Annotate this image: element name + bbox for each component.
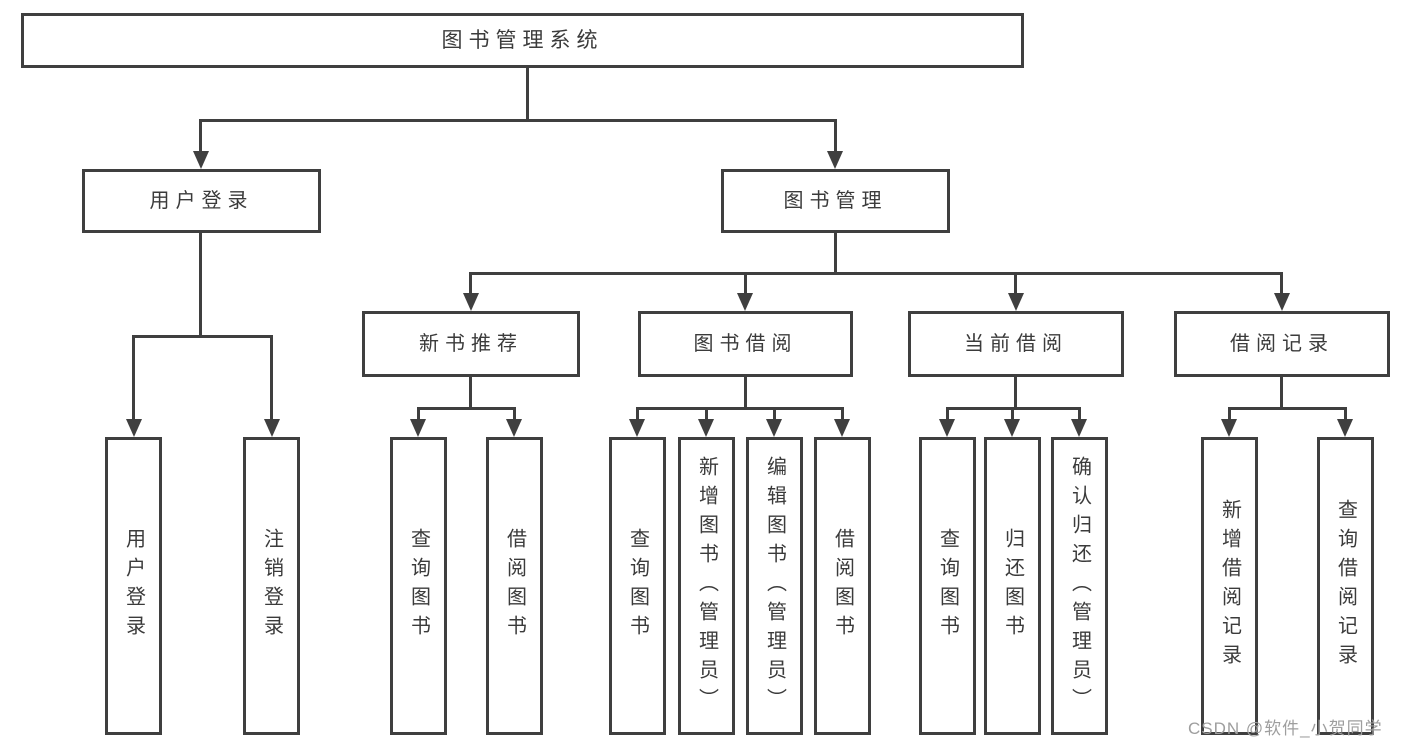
arrowhead — [1004, 419, 1020, 437]
node-label: 用户登录 — [149, 190, 254, 212]
arrowhead — [698, 419, 714, 437]
node-leaf-bb-add-books-admin: 新增图书（管理员） — [678, 437, 735, 735]
arrowhead — [1071, 419, 1087, 437]
arrowhead — [506, 419, 522, 437]
node-label: 新增借阅记录 — [1218, 499, 1241, 673]
node-root-system: 图书管理系统 — [21, 13, 1024, 68]
node-leaf-logout: 注销登录 — [243, 437, 300, 735]
connector-line — [1228, 407, 1231, 421]
node-leaf-cb-return-books: 归还图书 — [984, 437, 1041, 735]
connector-line — [199, 119, 202, 153]
arrowhead — [737, 293, 753, 311]
node-borrowing-records: 借阅记录 — [1174, 311, 1390, 377]
connector-line — [270, 335, 273, 421]
connector-line — [469, 377, 472, 410]
node-leaf-cb-confirm-return-admin: 确认归还（管理员） — [1051, 437, 1108, 735]
connector-line — [417, 407, 420, 421]
connector-line — [1014, 377, 1017, 410]
node-current-borrowing: 当前借阅 — [908, 311, 1124, 377]
node-label: 注销登录 — [260, 528, 283, 644]
arrowhead — [827, 151, 843, 169]
connector-line — [1280, 377, 1283, 410]
node-label: 查询图书 — [936, 528, 959, 644]
connector-line — [841, 407, 844, 421]
arrowhead — [629, 419, 645, 437]
node-label: 借阅图书 — [831, 528, 854, 644]
connector-line — [834, 119, 837, 153]
node-leaf-cb-query-books: 查询图书 — [919, 437, 976, 735]
arrowhead — [264, 419, 280, 437]
arrowhead — [193, 151, 209, 169]
connector-line — [526, 68, 529, 122]
connector-line — [1228, 407, 1347, 410]
connector-line — [744, 272, 747, 295]
arrowhead — [766, 419, 782, 437]
arrowhead — [463, 293, 479, 311]
connector-line — [199, 119, 837, 122]
node-label: 查询借阅记录 — [1334, 499, 1357, 673]
node-leaf-nbr-query-books: 查询图书 — [390, 437, 447, 735]
connector-line — [744, 377, 747, 410]
connector-line — [417, 407, 516, 410]
node-label: 图书借阅 — [693, 333, 798, 355]
node-label: 新增图书（管理员） — [695, 455, 718, 717]
node-label: 借阅记录 — [1230, 333, 1334, 355]
connector-line — [946, 407, 949, 421]
connector-line — [513, 407, 516, 421]
arrowhead — [410, 419, 426, 437]
node-leaf-nbr-borrow-books: 借阅图书 — [486, 437, 543, 735]
connector-line — [199, 233, 202, 338]
connector-line — [705, 407, 708, 421]
node-new-book-recommend: 新书推荐 — [362, 311, 580, 377]
node-leaf-bb-edit-books-admin: 编辑图书（管理员） — [746, 437, 803, 735]
node-leaf-user-login: 用户登录 — [105, 437, 162, 735]
node-label: 图书管理系统 — [441, 28, 604, 52]
connector-line — [1280, 272, 1283, 295]
arrowhead — [126, 419, 142, 437]
connector-line — [636, 407, 639, 421]
node-label: 用户登录 — [122, 528, 145, 644]
arrowhead — [1274, 293, 1290, 311]
arrowhead — [834, 419, 850, 437]
connector-line — [1344, 407, 1347, 421]
arrowhead — [1337, 419, 1353, 437]
node-book-borrowing: 图书借阅 — [638, 311, 853, 377]
node-label: 确认归还（管理员） — [1068, 455, 1091, 717]
connector-line — [636, 407, 844, 410]
connector-line — [132, 335, 273, 338]
connector-line — [132, 335, 135, 421]
node-leaf-bb-borrow-books: 借阅图书 — [814, 437, 871, 735]
node-leaf-br-query-record: 查询借阅记录 — [1317, 437, 1374, 735]
arrowhead — [1221, 419, 1237, 437]
csdn-watermark: CSDN @软件_小贺同学 — [1188, 719, 1383, 738]
node-book-management: 图书管理 — [721, 169, 950, 233]
connector-line — [469, 272, 472, 295]
node-label: 图书管理 — [783, 190, 888, 212]
arrowhead — [1008, 293, 1024, 311]
connector-line — [469, 272, 1283, 275]
arrowhead — [939, 419, 955, 437]
node-label: 当前借阅 — [964, 333, 1068, 355]
connector-line — [773, 407, 776, 421]
node-user-login: 用户登录 — [82, 169, 321, 233]
node-label: 归还图书 — [1001, 528, 1024, 644]
node-leaf-bb-query-books: 查询图书 — [609, 437, 666, 735]
node-label: 编辑图书（管理员） — [763, 455, 786, 717]
node-label: 查询图书 — [407, 528, 430, 644]
connector-line — [1078, 407, 1081, 421]
connector-line — [834, 233, 837, 275]
node-label: 借阅图书 — [503, 528, 526, 644]
connector-line — [1011, 407, 1014, 421]
node-label: 新书推荐 — [419, 333, 523, 355]
connector-line — [1014, 272, 1017, 295]
node-leaf-br-add-record: 新增借阅记录 — [1201, 437, 1258, 735]
node-label: 查询图书 — [626, 528, 649, 644]
